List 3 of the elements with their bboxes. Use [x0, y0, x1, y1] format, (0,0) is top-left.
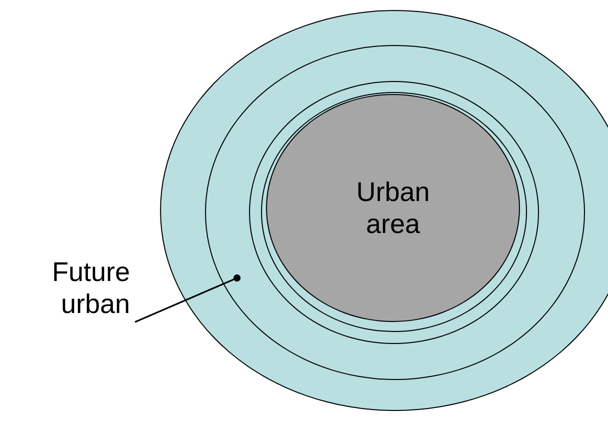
- area-label: Urban area: [355, 176, 431, 240]
- area-label: Future urban: [10, 256, 130, 321]
- leader-line: [134, 274, 241, 323]
